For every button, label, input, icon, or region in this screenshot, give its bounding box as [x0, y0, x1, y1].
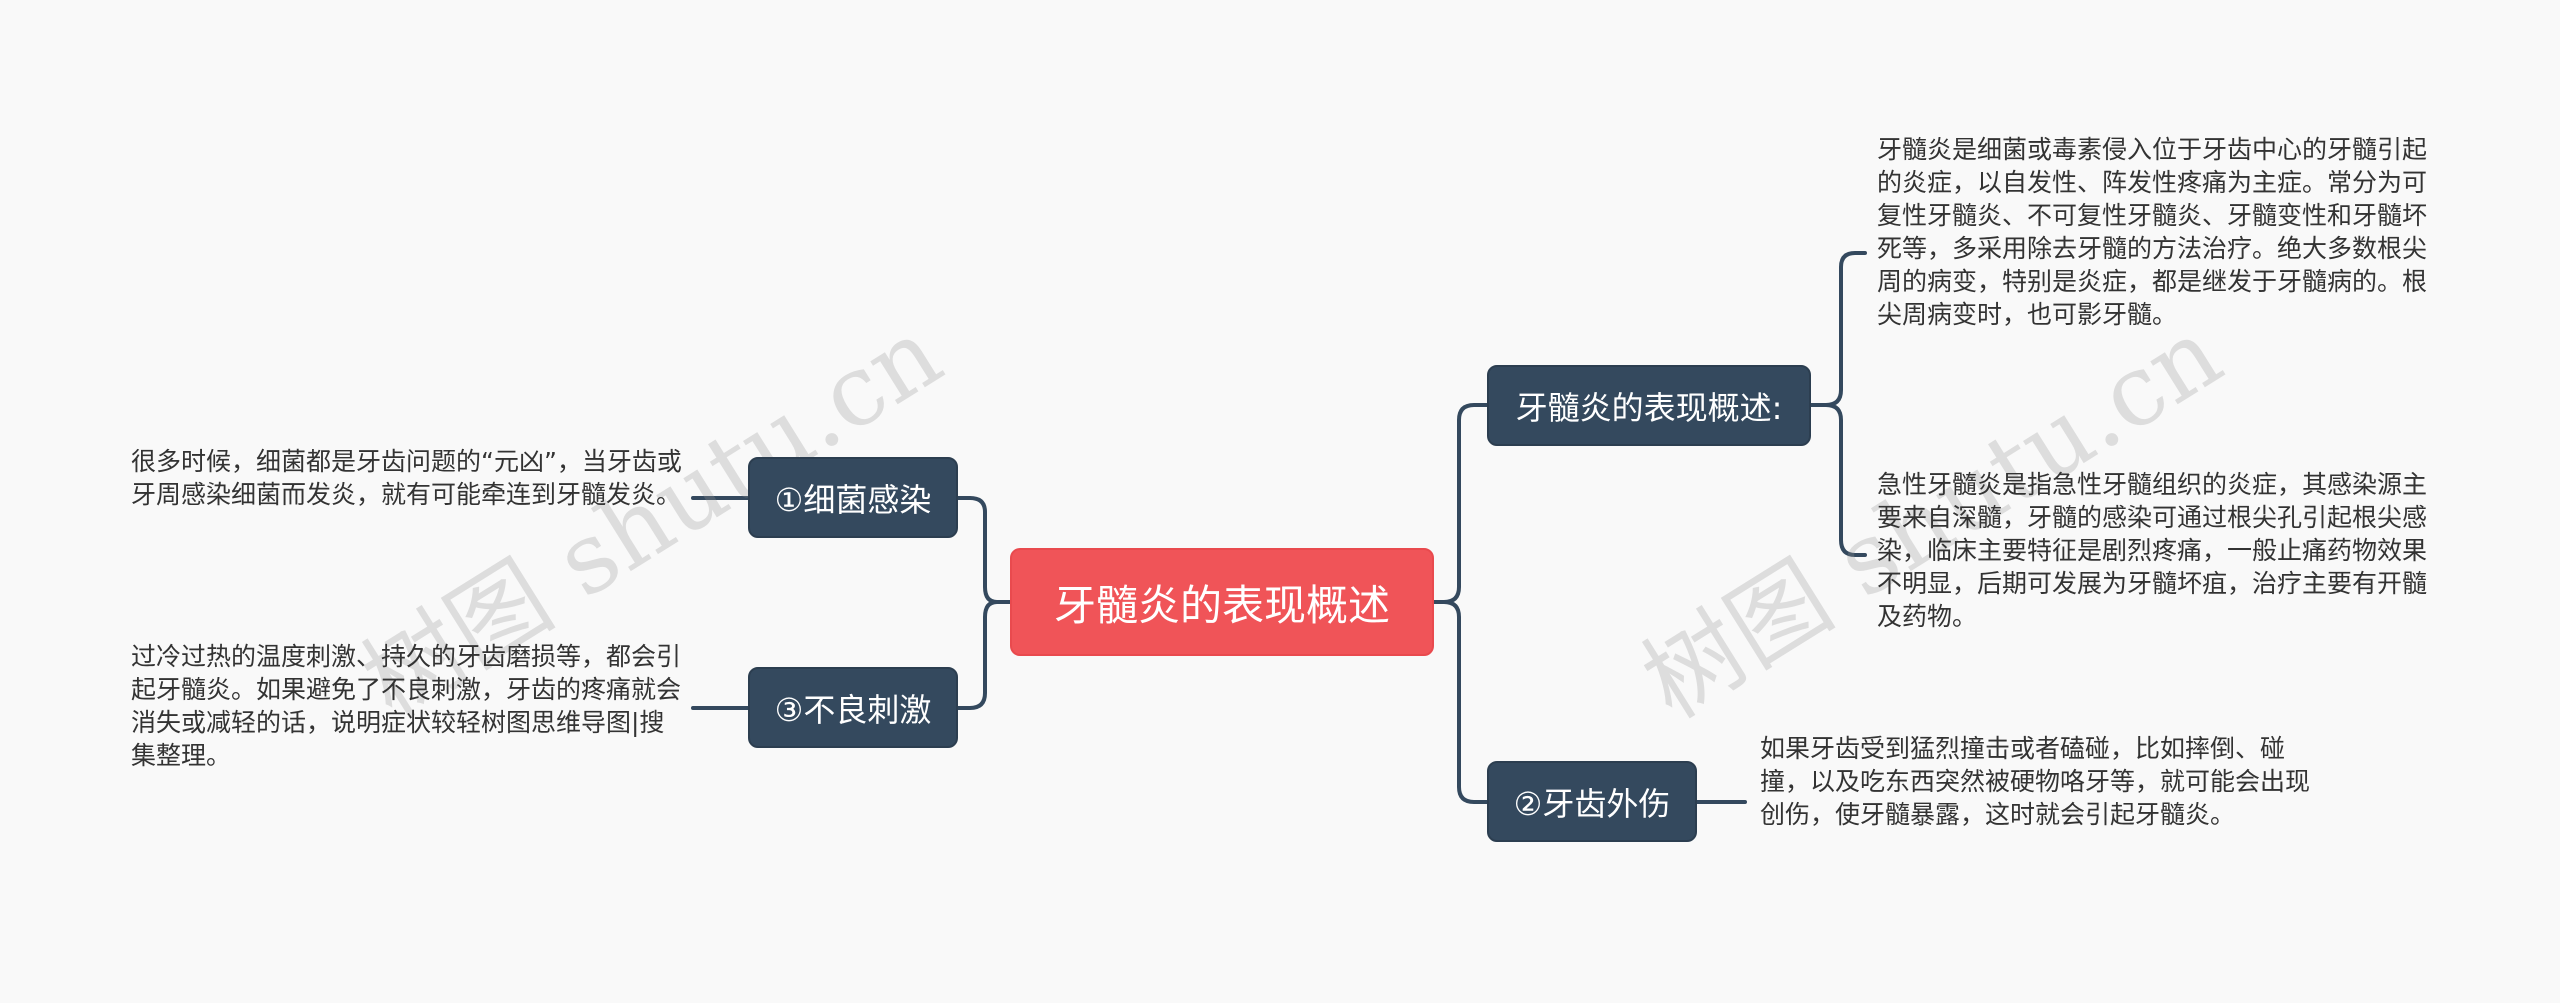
leaf-trauma: 如果牙齿受到猛烈撞击或者磕碰，比如摔倒、碰撞，以及吃东西突然被硬物咯牙等，就可能…	[1760, 734, 2311, 829]
connector-central-overview	[1430, 403, 1489, 604]
branch-stimulus[interactable]: ③不良刺激	[748, 667, 958, 748]
connector-central-stimulus	[956, 600, 999, 710]
branch-bacteria[interactable]: ①细菌感染	[748, 457, 958, 538]
connector-overview-leaves	[1809, 251, 1867, 557]
branch-overview[interactable]: 牙髓炎的表现概述:	[1487, 365, 1811, 446]
branch-trauma[interactable]: ②牙齿外伤	[1487, 761, 1697, 842]
connector-central-bacteria	[956, 496, 1012, 604]
leaf-stimulus: 过冷过热的温度刺激、持久的牙齿磨损等，都会引起牙髓炎。如果避免了不良刺激，牙齿的…	[131, 642, 682, 770]
central-topic[interactable]: 牙髓炎的表现概述	[1010, 548, 1434, 656]
leaf-overview-acute: 急性牙髓炎是指急性牙髓组织的炎症，其感染源主要来自深髓，牙髓的感染可通过根尖孔引…	[1877, 470, 2428, 631]
connector-central-trauma	[1442, 600, 1489, 804]
leaf-bacteria: 很多时候，细菌都是牙齿问题的“元凶”，当牙齿或牙周感染细菌而发炎，就有可能牵连到…	[131, 447, 682, 509]
leaf-overview-definition: 牙髓炎是细菌或毒素侵入位于牙齿中心的牙髓引起的炎症，以自发性、阵发性疼痛为主症。…	[1877, 135, 2428, 329]
